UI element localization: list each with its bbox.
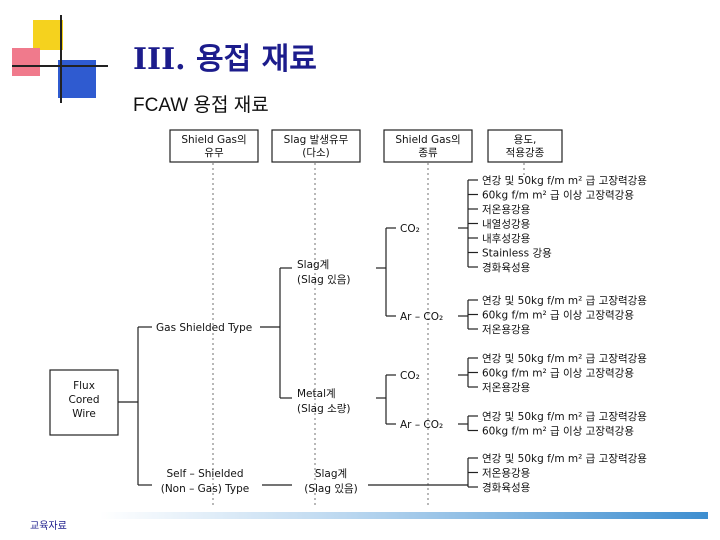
header-box-4 [487,129,563,163]
use-label-1-4: 내열성강용 [482,219,531,231]
level2-label-3: Slag계(Slag 있음) [304,468,358,495]
footer-label: 교육자료 [30,521,67,532]
use-label-3-3: 저온용강용 [482,382,531,394]
header-label-2: Slag 발생유무(다소) [284,134,349,159]
use-label-4-2: 60kg f/m m² 급 이상 고장력강용 [482,426,634,438]
header-box-3 [383,129,473,163]
footer-bar [100,512,708,519]
use-label-1-1: 연강 및 50kg f/m m² 급 고장력강용 [482,175,647,187]
use-label-4-1: 연강 및 50kg f/m m² 급 고장력강용 [482,411,647,423]
gas-label-2: Ar – CO₂ [400,311,443,323]
use-label-3-1: 연강 및 50kg f/m m² 급 고장력강용 [482,353,647,365]
deco-square-yellow [33,20,63,50]
use-label-1-5: 내후성강용 [482,233,531,245]
header-label-4: 용도,적용강종 [506,134,545,159]
use-label-2-2: 60kg f/m m² 급 이상 고장력강용 [482,310,634,322]
use-label-5-1: 연강 및 50kg f/m m² 급 고장력강용 [482,453,647,465]
deco-line-vertical [60,15,62,103]
header-box-2 [271,129,361,163]
page-subtitle: FCAW 용접 재료 [133,95,269,116]
use-label-3-2: 60kg f/m m² 급 이상 고장력강용 [482,368,634,380]
page-title: III. 용접 재료 [133,42,317,77]
header-box-1 [169,129,259,163]
use-label-2-3: 저온용강용 [482,324,531,336]
use-label-1-2: 60kg f/m m² 급 이상 고장력강용 [482,190,634,202]
diagram-boxes [49,129,563,436]
gas-label-3: CO₂ [400,370,420,382]
deco-square-pink [12,48,40,76]
use-label-1-7: 경화육성용 [482,261,531,274]
use-label-1-3: 저온용강용 [482,204,531,216]
level1-label-2: Self – Shielded(Non – Gas) Type [161,468,250,495]
gas-label-1: CO₂ [400,223,420,235]
level2-label-1: Slag계(Slag 있음) [297,259,351,286]
root-box [49,369,119,436]
gas-label-4: Ar – CO₂ [400,419,443,431]
deco-line-horizontal [12,65,108,67]
use-label-5-2: 저온용강용 [482,468,531,480]
use-label-2-1: 연강 및 50kg f/m m² 급 고장력강용 [482,295,647,307]
use-label-5-3: 경화육성용 [482,481,531,494]
level1-label-1: Gas Shielded Type [156,322,252,334]
level2-label-2: Metal계(Slag 소량) [297,388,351,415]
use-label-1-6: Stainless 강용 [482,248,552,260]
connector-lines [118,163,525,505]
